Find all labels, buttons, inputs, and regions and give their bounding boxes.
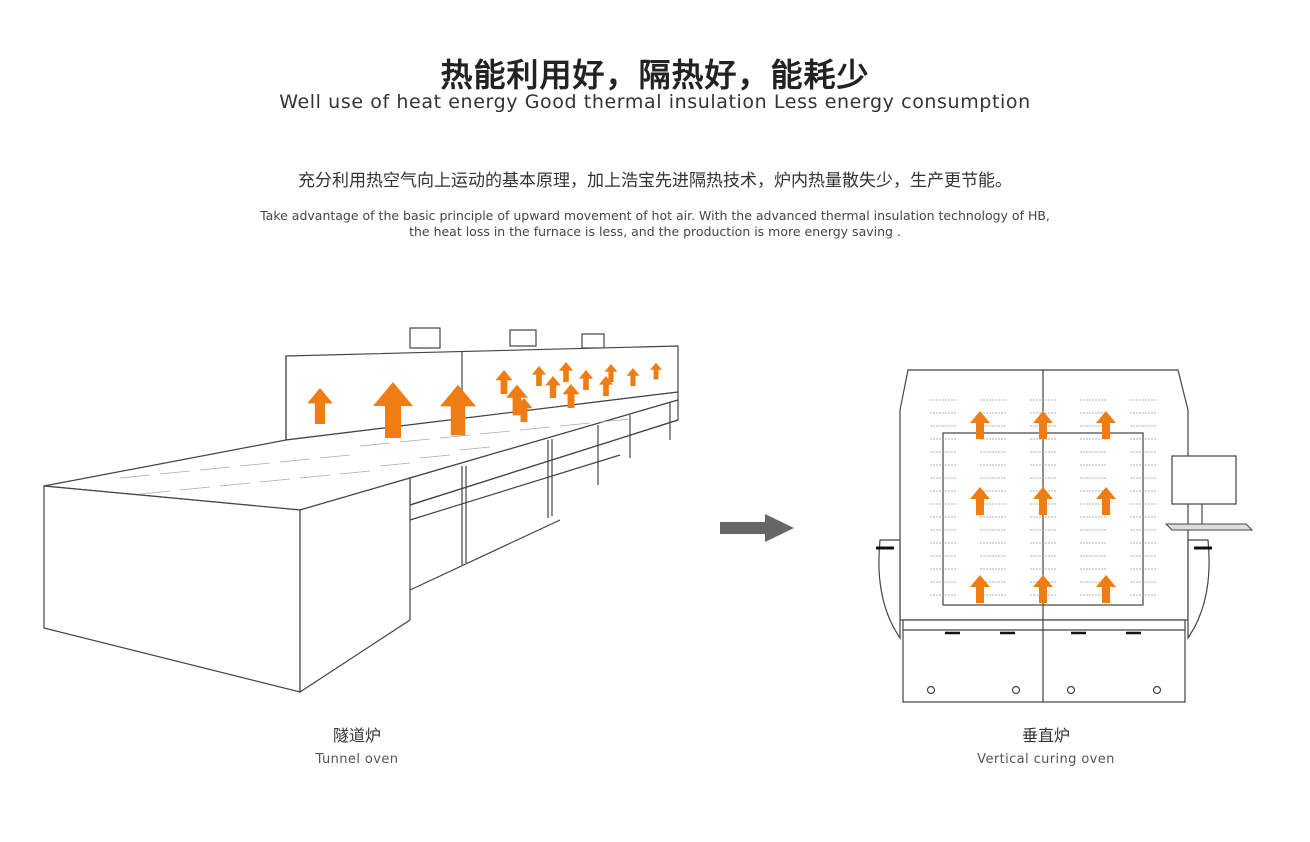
tunnel-oven-label-en: Tunnel oven — [315, 752, 399, 767]
tunnel-oven-label-zh: 隧道炉 — [332, 726, 381, 745]
description-en-line1: Take advantage of the basic principle of… — [260, 208, 1050, 223]
page-subtitle: Well use of heat energy Good thermal ins… — [279, 91, 1031, 113]
right-arrow-icon — [720, 514, 794, 542]
vertical-oven-caption: 垂直炉 Vertical curing oven — [896, 722, 1196, 767]
description-en: Take advantage of the basic principle of… — [0, 208, 1310, 240]
keyboard-icon — [1164, 523, 1254, 531]
page-title: 热能利用好，隔热好，能耗少 — [440, 56, 870, 94]
description-en-line2: the heat loss in the furnace is less, an… — [409, 224, 901, 239]
tunnel-oven-drawing — [43, 327, 679, 694]
vertical-oven-label-zh: 垂直炉 — [1021, 726, 1070, 745]
monitor-icon — [1171, 455, 1237, 524]
vertical-oven-label-en: Vertical curing oven — [977, 752, 1115, 767]
description-zh: 充分利用热空气向上运动的基本原理，加上浩宝先进隔热技术，炉内热量散失少，生产更节… — [298, 171, 1012, 191]
tunnel-oven-caption: 隧道炉 Tunnel oven — [207, 722, 507, 767]
